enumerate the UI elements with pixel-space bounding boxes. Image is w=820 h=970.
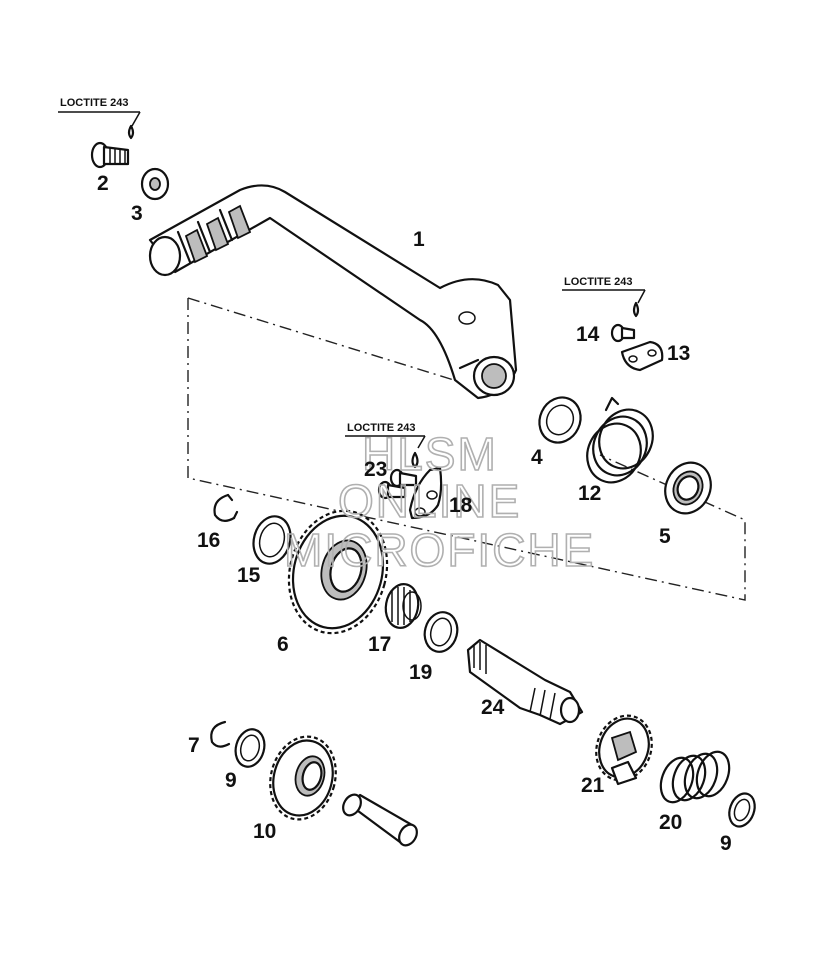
spacer-washer bbox=[252, 515, 292, 565]
shim-washer bbox=[423, 611, 459, 653]
part-number: 24 bbox=[481, 696, 505, 719]
part-number: 5 bbox=[659, 525, 671, 548]
bracket bbox=[620, 340, 664, 372]
part-number: 7 bbox=[188, 734, 200, 757]
part-number: 12 bbox=[578, 482, 601, 505]
small-screw bbox=[610, 323, 636, 343]
torsion-spring bbox=[586, 396, 654, 484]
watermark: HLSM ONLINE MICROFICHE bbox=[283, 427, 595, 577]
screw-pair bbox=[377, 468, 418, 500]
part-number: 6 bbox=[277, 633, 289, 656]
part-number: 13 bbox=[667, 342, 690, 365]
ratchet-gear bbox=[595, 714, 653, 786]
part-number: 9 bbox=[720, 832, 732, 855]
loctite-label-1: LOCTITE 243 bbox=[60, 97, 128, 109]
part-number: 14 bbox=[576, 323, 600, 346]
part-number: 3 bbox=[131, 202, 143, 225]
kickstart-shaft bbox=[466, 638, 584, 726]
thrust-washer bbox=[538, 396, 582, 444]
compression-spring bbox=[659, 750, 731, 804]
assembly-outline bbox=[187, 297, 746, 601]
part-number: 21 bbox=[581, 774, 605, 797]
needle-bearing bbox=[384, 583, 422, 629]
part-number: 17 bbox=[368, 633, 391, 656]
circlip bbox=[213, 493, 239, 522]
washer-left bbox=[234, 728, 266, 768]
part-number: 18 bbox=[449, 494, 473, 517]
kick-gear bbox=[287, 509, 389, 635]
loctite-callout-right bbox=[562, 289, 646, 318]
loctite-callout-center bbox=[345, 435, 426, 469]
idler-gear bbox=[269, 735, 337, 821]
watermark-line-2: ONLINE bbox=[338, 475, 521, 527]
part-number: 19 bbox=[409, 661, 432, 684]
ratchet-guide bbox=[408, 466, 443, 520]
kickstart-lever bbox=[148, 184, 518, 400]
part-number: 1 bbox=[413, 228, 425, 251]
part-number: 23 bbox=[364, 458, 387, 481]
watermark-line-1: HLSM bbox=[362, 428, 498, 480]
watermark-line-3: MICROFICHE bbox=[284, 524, 595, 576]
idler-pin bbox=[342, 793, 418, 847]
loctite-callout-top-left bbox=[58, 111, 141, 140]
part-number: 9 bbox=[225, 769, 237, 792]
washer-right bbox=[728, 792, 756, 828]
part-number: 4 bbox=[531, 446, 543, 469]
part-number: 10 bbox=[253, 820, 276, 843]
circlip-small bbox=[210, 720, 231, 748]
washer bbox=[140, 167, 170, 201]
loctite-label-2: LOCTITE 243 bbox=[564, 276, 632, 288]
part-number: 15 bbox=[237, 564, 261, 587]
part-number: 2 bbox=[97, 172, 109, 195]
part-number: 20 bbox=[659, 811, 682, 834]
part-number: 16 bbox=[197, 529, 220, 552]
screw bbox=[90, 141, 130, 169]
seal-ring bbox=[664, 461, 712, 515]
loctite-label-3: LOCTITE 243 bbox=[347, 422, 415, 434]
